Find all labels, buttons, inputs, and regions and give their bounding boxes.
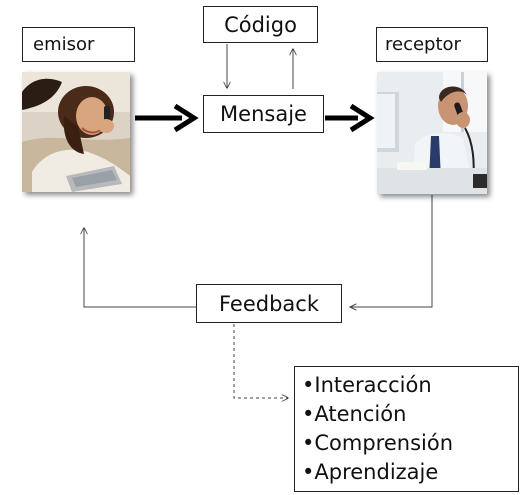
feedback-outcomes-list: •Interacción •Atención •Comprensión •Apr… (294, 366, 519, 492)
emisor-to-mensaje-arrow (135, 103, 199, 133)
outcome-item: •Interacción (302, 373, 432, 397)
receptor-photo (377, 72, 487, 194)
emisor-label: emisor (22, 27, 135, 62)
emisor-photo (22, 72, 130, 192)
mensaje-node: Mensaje (203, 95, 324, 133)
codigo-node: Código (203, 6, 318, 43)
mensaje-to-receptor-arrow (325, 103, 375, 133)
outcome-item: •Atención (302, 402, 407, 426)
receptor-label: receptor (376, 27, 488, 62)
outcome-item: •Aprendizaje (302, 460, 439, 484)
feedback-to-emisor-arrow (84, 228, 196, 308)
feedback-node: Feedback (196, 284, 342, 323)
feedback-to-outcomes-arrow (233, 324, 288, 398)
receptor-to-feedback-arrow (350, 195, 433, 307)
outcome-item: •Comprensión (302, 431, 454, 455)
